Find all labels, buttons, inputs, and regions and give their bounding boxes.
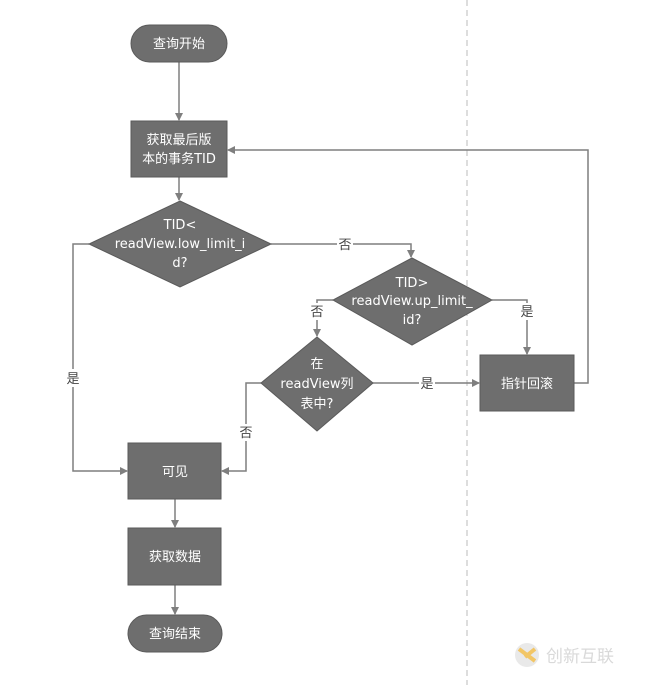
svg-text:可见: 可见 (162, 465, 188, 480)
node-start: 查询开始 (130, 24, 228, 63)
watermark-logo: 创新互联 (515, 643, 614, 667)
node-fetch: 获取数据 (127, 527, 222, 586)
edge-label-up-yes: 是 (519, 303, 535, 320)
svg-text:TID<: TID< (163, 218, 197, 233)
svg-text:创新互联: 创新互联 (546, 647, 614, 667)
svg-text:查询开始: 查询开始 (153, 37, 205, 52)
edge-rollback-loop (227, 146, 589, 384)
svg-text:TID>: TID> (395, 276, 429, 291)
node-cond-low-limit: TID< readView.low_limit_i d? (87, 200, 273, 288)
edge-label-list-yes: 是 (419, 375, 435, 392)
edge-label-low-yes: 是 (65, 369, 81, 387)
edge-low-no (271, 243, 415, 258)
svg-text:否: 否 (310, 305, 323, 320)
svg-text:是: 是 (520, 305, 533, 320)
svg-text:id?: id? (403, 313, 422, 328)
edge-up-yes (492, 299, 531, 355)
edge-low-yes (72, 243, 128, 475)
svg-text:readView列: readView列 (280, 377, 353, 392)
node-cond-up-limit: TID> readView.up_limit_ id? (331, 257, 494, 346)
node-rollback: 指针回滚 (479, 354, 575, 412)
edge-label-list-no: 否 (238, 424, 254, 441)
node-end: 查询结束 (127, 614, 223, 653)
svg-text:获取数据: 获取数据 (149, 550, 201, 565)
svg-text:否: 否 (338, 238, 351, 253)
svg-text:表中?: 表中? (301, 397, 334, 412)
node-cond-in-list: 在 readView列 表中? (260, 336, 374, 432)
svg-text:readView.low_limit_i: readView.low_limit_i (115, 237, 245, 252)
svg-text:是: 是 (420, 377, 433, 392)
svg-text:在: 在 (310, 357, 323, 372)
svg-text:d?: d? (172, 256, 187, 271)
svg-text:获取最后版: 获取最后版 (146, 133, 211, 148)
node-visible: 可见 (127, 442, 222, 500)
svg-text:是: 是 (66, 372, 79, 387)
svg-text:本的事务TID: 本的事务TID (142, 151, 216, 167)
edge-label-up-no: 否 (309, 303, 325, 320)
edge-up-no (313, 299, 333, 337)
node-get-tid: 获取最后版 本的事务TID (130, 120, 228, 178)
svg-text:否: 否 (239, 426, 252, 441)
edge-label-low-no: 否 (337, 236, 353, 253)
svg-text:readView.up_limit_: readView.up_limit_ (351, 294, 473, 309)
svg-text:查询结束: 查询结束 (149, 627, 201, 642)
svg-text:指针回滚: 指针回滚 (501, 376, 553, 392)
